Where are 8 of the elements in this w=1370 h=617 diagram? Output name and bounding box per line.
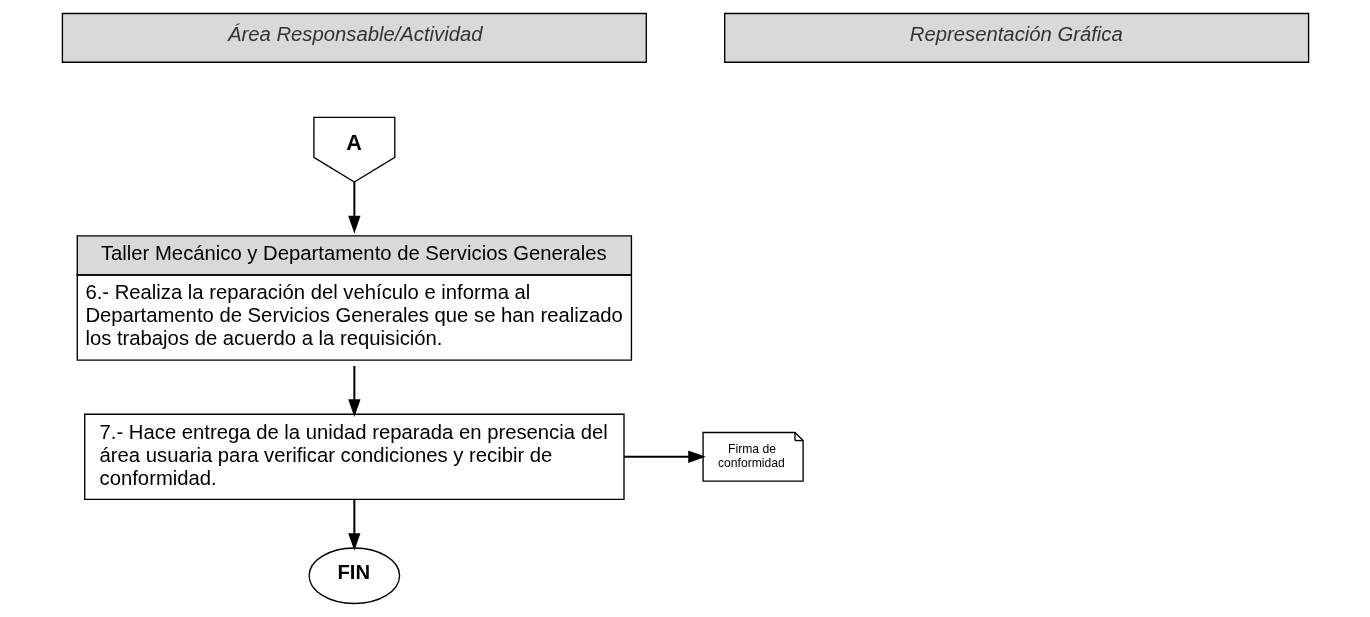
arrow: [347, 499, 361, 551]
node-box: Representación Gráfica: [723, 12, 1309, 63]
arrow: [347, 181, 361, 234]
node-box: 7.- Hace entrega de la unidad reparada en presencia del área usuaria para verificar condiciones y recibir de conformidad.: [83, 413, 625, 501]
node-box: Área Responsable/Actividad: [61, 12, 647, 63]
node-ellipse: FIN: [307, 547, 400, 605]
arrow: [347, 366, 361, 417]
arrow: [623, 450, 706, 463]
